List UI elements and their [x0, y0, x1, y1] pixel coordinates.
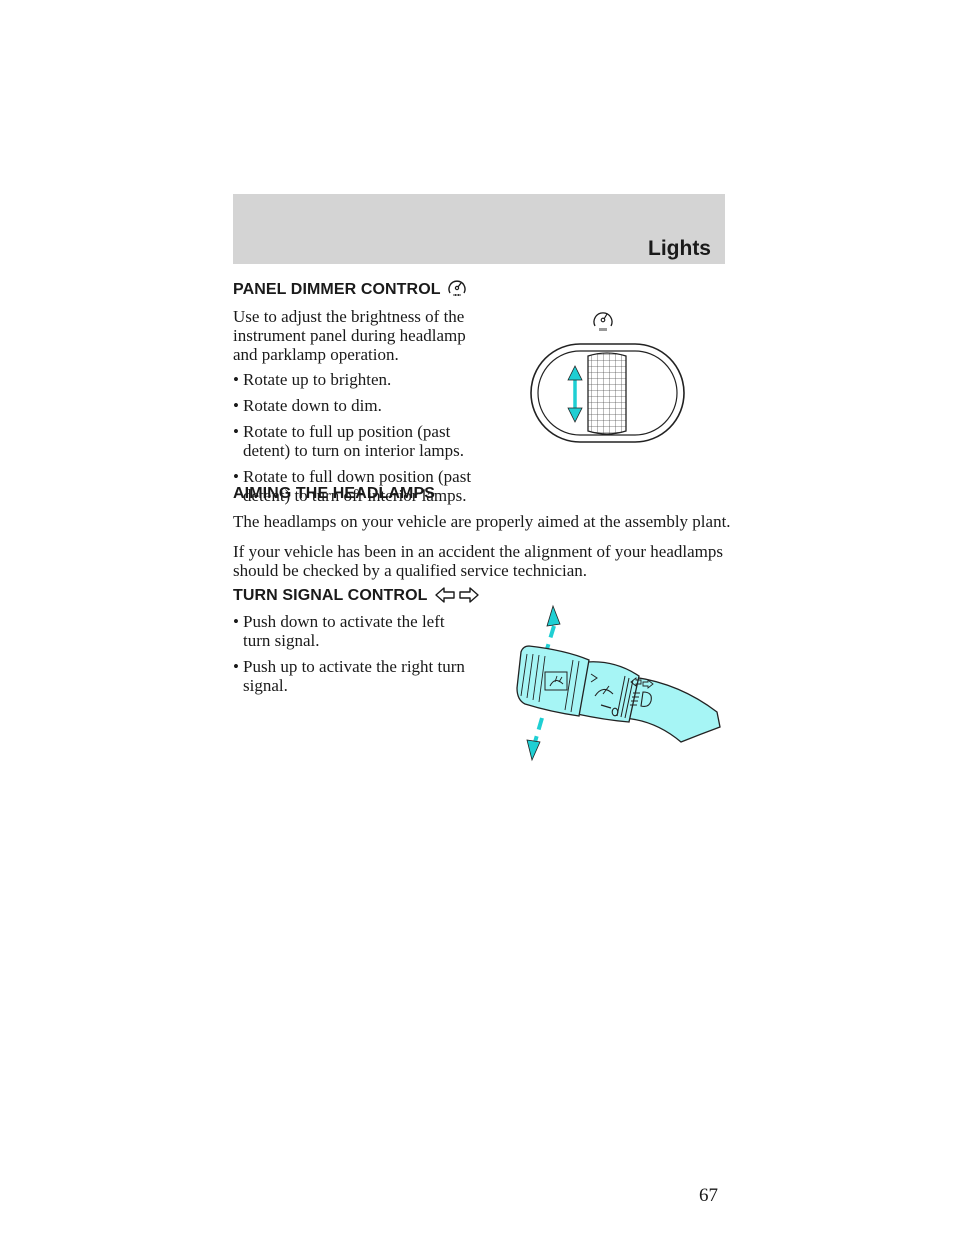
- list-item: • Push down to activate the left turn si…: [233, 612, 465, 650]
- page-number: 67: [699, 1185, 718, 1206]
- bullet-dot: •: [233, 396, 239, 415]
- bullet-dot: •: [233, 467, 239, 486]
- turn-signal-illustration: [516, 604, 721, 762]
- bullet-line: Push down to activate the left: [243, 612, 445, 631]
- section-header-band: Lights: [233, 194, 725, 264]
- list-item: • Rotate up to brighten.: [233, 370, 471, 389]
- list-item: • Push up to activate the right turn sig…: [233, 657, 465, 695]
- bezel-inner: [537, 350, 678, 436]
- off-position-mark: [611, 707, 619, 717]
- bullet-dot: •: [233, 612, 239, 631]
- bullet-line: detent) to turn off interior lamps.: [243, 486, 467, 505]
- panel-dimmer-heading: PANEL DIMMER CONTROL: [233, 278, 467, 299]
- bullet-line: turn signal.: [243, 631, 320, 650]
- turn-signal-arrows-icon: [630, 677, 654, 689]
- intro-line: and parklamp operation.: [233, 345, 399, 364]
- high-beam-icon: [630, 691, 652, 707]
- washer-icon: [549, 675, 564, 687]
- list-item: • Rotate to full up position (past deten…: [233, 422, 471, 460]
- panel-dimmer-intro: Use to adjust the brightness of the inst…: [233, 307, 466, 364]
- section-title: Lights: [648, 237, 711, 260]
- bullet-line: Push up to activate the right turn: [243, 657, 465, 676]
- wiper-knob: [516, 645, 590, 717]
- turn-signal-heading-text: TURN SIGNAL CONTROL: [233, 587, 428, 604]
- bullet-line: Rotate down to dim.: [243, 396, 382, 415]
- bullet-line: Rotate to full up position (past: [243, 422, 451, 441]
- bullet-line: Rotate up to brighten.: [243, 370, 392, 389]
- intro-line: instrument panel during headlamp: [233, 326, 466, 345]
- bezel-outer: [530, 343, 685, 443]
- bullet-dot: •: [233, 657, 239, 676]
- dashed-up-arrow-icon: [541, 604, 561, 663]
- turn-signal-arrows-icon: [435, 587, 479, 603]
- aiming-paragraph-2: If your vehicle has been in an accident …: [233, 542, 723, 580]
- speedometer-icon: [448, 280, 466, 296]
- aiming-headlamps-heading: AIMING THE HEADLAMPS: [233, 485, 435, 502]
- intro-line: Use to adjust the brightness of the: [233, 307, 465, 326]
- bullet-line: Rotate to full down position (past: [243, 467, 472, 486]
- thumbwheel: [587, 352, 627, 435]
- bullet-line: detent) to turn on interior lamps.: [243, 441, 464, 460]
- panel-dimmer-illustration: [530, 312, 685, 443]
- stalk-arm: [622, 675, 721, 743]
- up-down-arrow-icon: [567, 365, 583, 423]
- list-item: • Rotate to full down position (past det…: [233, 467, 471, 505]
- panel-dimmer-heading-text: PANEL DIMMER CONTROL: [233, 281, 441, 298]
- aiming-paragraph-1: The headlamps on your vehicle are proper…: [233, 512, 731, 531]
- stalk-collar: [576, 661, 640, 723]
- dashed-down-arrow-icon: [526, 717, 544, 762]
- bullet-dot: •: [233, 370, 239, 389]
- turn-signal-heading: TURN SIGNAL CONTROL: [233, 586, 480, 605]
- paragraph-line: If your vehicle has been in an accident …: [233, 542, 723, 561]
- bullet-dot: •: [233, 422, 239, 441]
- wiper-icon: [594, 685, 614, 697]
- turn-signal-bullets: • Push down to activate the left turn si…: [233, 612, 465, 702]
- panel-dimmer-bullets: • Rotate up to brighten. • Rotate down t…: [233, 370, 471, 512]
- speedometer-icon: [593, 312, 613, 331]
- paragraph-line: should be checked by a qualified service…: [233, 561, 588, 580]
- list-item: • Rotate down to dim.: [233, 396, 471, 415]
- bullet-line: signal.: [243, 676, 288, 695]
